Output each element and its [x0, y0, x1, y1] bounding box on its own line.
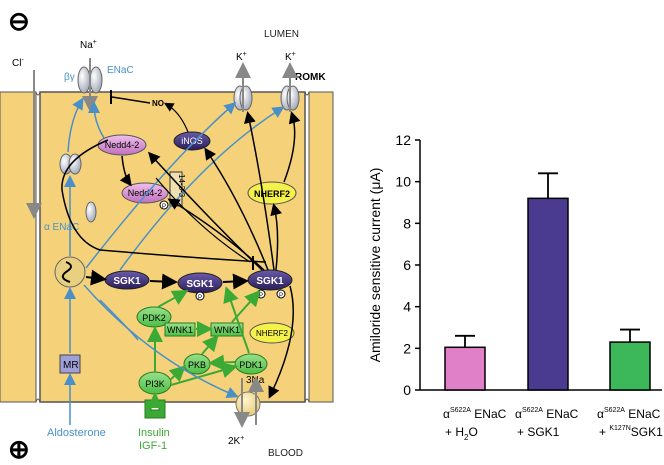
sgk1-to-romk-black-arrow	[243, 111, 275, 271]
sgk1-mid-phospho-label: P	[198, 295, 202, 301]
y-tick-label: 2	[403, 340, 411, 356]
pdk2-to-sgk1-arrow	[157, 290, 189, 308]
gene-to-romk-arrow	[85, 102, 237, 269]
inos-label: iNOS	[181, 136, 203, 146]
igf1-label: IGF-1	[139, 440, 167, 452]
x-tick-label-line2: + SGK1	[517, 425, 560, 439]
x-tick-label-line2: + K127NSGK1	[599, 425, 663, 439]
mr-label: MR	[63, 360, 79, 371]
pkb-to-wnk1-arrow	[201, 334, 219, 355]
pi3k-to-pkb-arrow	[168, 365, 186, 383]
insulin-label: Insulin	[138, 427, 170, 439]
sgk1-to-nherf2-arrow	[270, 203, 283, 271]
bars	[444, 172, 651, 391]
x-tick-label-line1: αS622A ENaC	[443, 407, 507, 421]
dna-icon	[61, 261, 72, 283]
pkb-label: PKB	[188, 360, 206, 370]
bar-3	[609, 341, 651, 391]
sgk1-left-label: SGK1	[113, 276, 141, 287]
sgk1-loop-arrow	[155, 177, 251, 263]
two-k-label: 2K+	[228, 435, 244, 447]
sgk1-to-romk-arrow	[119, 106, 285, 271]
bar-chart: 0 2 4 6 8 10 12 Amiloride sensitive current (μ…	[367, 132, 663, 442]
k-ion-label-2: K+	[285, 51, 296, 63]
nedd4-2-phospho-label: P	[162, 204, 166, 210]
y-tick-label: 6	[403, 257, 411, 273]
sgk1-mid-phospho-icon	[195, 291, 205, 301]
no-inhibition-line	[111, 96, 151, 104]
enac-top-label: ENaC	[107, 65, 134, 76]
protein-14-3-3-label: 14-3-3	[177, 174, 186, 198]
diagram: ⊖ ⊕ LUMEN BLOOD Cl- Na+ βγ α ENaC K+ K+ …	[0, 6, 334, 464]
y-axis-ticks: 0 2 4 6 8 10 12	[395, 132, 420, 398]
sgk1-right-phospho-label-1: P	[259, 293, 263, 299]
pdk2-label: PDK2	[142, 313, 166, 323]
pi3k-label: PI3K	[145, 379, 165, 389]
nherf2-top-label: NHERF2	[254, 189, 290, 199]
left-neighbour-cell	[0, 91, 37, 403]
sgk1-right-phospho-icon-2	[276, 289, 286, 299]
nedd-to-enac-arrow	[88, 101, 105, 139]
y-tick-label: 0	[403, 382, 411, 398]
blood-label: BLOOD	[268, 448, 303, 459]
nedd-to-nedd-p-arrow	[119, 155, 132, 187]
nedd4-2-bottom-label: Nedd4-2	[128, 188, 163, 198]
minus-sign: ⊖	[8, 6, 30, 36]
bar-1	[444, 346, 486, 391]
lumen-label: LUMEN	[264, 29, 299, 40]
sgk1-left-to-mid-arrow	[149, 273, 178, 290]
x-tick-label-line1: αS622A ENaC	[515, 407, 579, 421]
inos-to-no-arrow	[163, 102, 189, 133]
nedd-inhibits-enac-line	[61, 139, 267, 263]
sgk1-right-label: SGK1	[256, 276, 284, 287]
nedd4-2-top-label: Nedd4-2	[105, 140, 140, 150]
na-ion-label: Na+	[80, 39, 97, 51]
sgk1-mid-to-right-arrow	[222, 273, 249, 290]
nedd4-2-bottom-node	[121, 182, 169, 204]
inos-node	[173, 131, 211, 151]
romk-label: ROMK	[295, 72, 326, 83]
no-label: NO	[152, 99, 164, 108]
k-ion-label-1: K+	[236, 51, 247, 63]
right-neighbour-cell	[308, 91, 334, 403]
x-tick-label-line2: + H2O	[445, 425, 478, 442]
enac-vesicle-lower	[85, 201, 97, 223]
nherf2-to-romk-arrow	[283, 111, 301, 183]
sgk1-right-phospho-label-2: P	[279, 293, 283, 299]
pdk1-label: PDK1	[239, 360, 263, 370]
wnk1-right-label: WNK1	[214, 325, 240, 335]
beta-gamma-label: βγ	[64, 72, 75, 83]
plus-sign: ⊕	[8, 434, 30, 464]
nucleus	[54, 256, 86, 288]
gene-to-sgk1-arrow	[85, 269, 107, 286]
sgk1-mid-label: SGK1	[186, 279, 214, 290]
nherf2-bottom-node	[249, 322, 295, 344]
gene-to-pump-arrow	[83, 284, 239, 399]
sgk1-to-inos-arrow	[204, 147, 269, 271]
enac-channel	[77, 66, 103, 94]
aldosterone-label: Aldosterone	[47, 427, 106, 439]
nherf2-bottom-label: NHERF2	[256, 329, 289, 338]
x-axis-labels: αS622A ENaC + H2O αS622A ENaC + SGK1 αS622A …	[443, 407, 663, 442]
y-axis-label: Amiloride sensitive current (μA)	[367, 168, 383, 363]
alpha-enac-label: α ENaC	[44, 222, 79, 233]
y-tick-label: 10	[395, 174, 411, 190]
y-tick-label: 8	[403, 215, 411, 231]
y-tick-label: 12	[395, 132, 411, 148]
wnk1-left-box	[164, 322, 196, 337]
cl-ion-label: Cl-	[12, 57, 24, 69]
x-tick-label-line1: αS622A ENaC	[597, 407, 661, 421]
bar-2	[527, 197, 569, 391]
pdk1-to-sgk1-arrow	[223, 286, 250, 354]
pdk1-to-pkb-arrow	[208, 354, 236, 371]
pdk2-blue-arrow	[99, 299, 139, 341]
y-tick-label: 4	[403, 299, 411, 315]
wnk1-left-label: WNK1	[167, 325, 193, 335]
sgk1-to-pump-arrow	[268, 285, 295, 399]
enac-vesicle-upper	[59, 153, 82, 175]
vesicle-to-membrane-arrow	[67, 97, 84, 153]
